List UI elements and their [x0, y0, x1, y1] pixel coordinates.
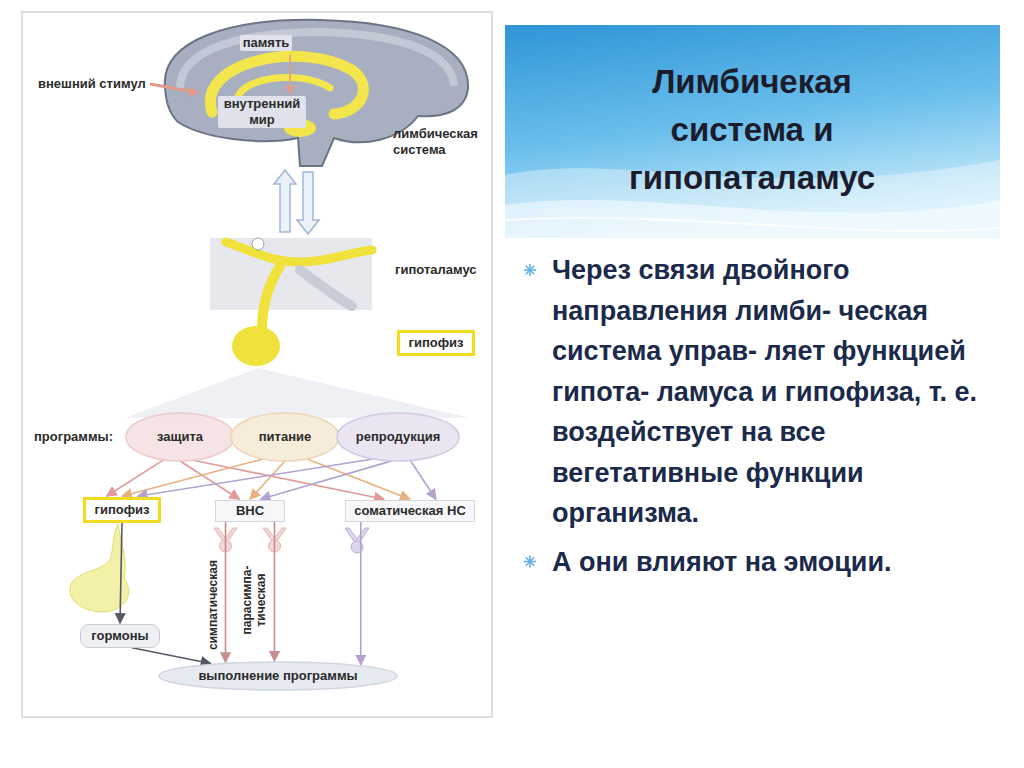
- header-wave-line: [505, 218, 1000, 231]
- neuron: [345, 528, 369, 553]
- header-band: [505, 25, 1000, 238]
- connector: [225, 522, 227, 663]
- connector: [193, 460, 384, 499]
- connector: [261, 461, 392, 499]
- node-text: выполнение программы: [198, 668, 357, 684]
- node-text: репродукция: [356, 429, 440, 445]
- structure-label: память: [240, 35, 293, 51]
- diagram-panel: [22, 12, 492, 717]
- hormones-box: гормоны: [80, 624, 159, 648]
- pituitary-stalk: [262, 266, 280, 330]
- structure-label: гипоталамус: [395, 262, 477, 278]
- pituitary-box: гипофиз: [397, 330, 474, 356]
- bullet-star: [524, 556, 536, 568]
- structure-label: лимбическая система: [393, 126, 485, 157]
- node-text: соматическая НС: [354, 503, 466, 519]
- program-ellipse: репродукция: [336, 412, 460, 462]
- brainstem: [300, 270, 352, 306]
- connector: [307, 459, 410, 499]
- node-text: гипофиз: [408, 335, 463, 351]
- program-ellipse: защита: [125, 412, 235, 462]
- execution-ellipse: выполнение программы: [158, 661, 398, 691]
- memory-arrow: [289, 55, 291, 90]
- stimulus-label: внешний стимул: [38, 76, 146, 92]
- double-arrow: [274, 170, 296, 232]
- hypothalamus-panel: [210, 238, 372, 310]
- connector: [120, 523, 122, 623]
- node-text: защита: [157, 429, 203, 445]
- pituitary-box: гипофиз: [83, 497, 160, 523]
- hypothalamus: [226, 242, 372, 262]
- connector: [274, 522, 276, 661]
- ellipse-shape: [231, 413, 339, 461]
- double-arrow: [297, 172, 319, 234]
- bullet-star-ray: [526, 266, 534, 274]
- connector: [132, 648, 211, 664]
- structure-label: внутренний мир: [218, 96, 306, 127]
- connector: [410, 460, 436, 499]
- bullet-text: А они влияют на эмоции.: [552, 542, 992, 583]
- connector: [122, 459, 263, 496]
- node-text: ВНС: [236, 503, 264, 519]
- slide-title: Лимбичекая система и гипопаталамус: [592, 58, 912, 202]
- ellipse-shape: [126, 413, 234, 461]
- stimulus-arrow: [189, 87, 200, 97]
- fan: [125, 368, 470, 418]
- optic-chiasm: [252, 238, 264, 250]
- connector: [137, 459, 373, 496]
- stimulus-arrow: [150, 84, 195, 92]
- program-ellipse: питание: [230, 412, 340, 462]
- bullet-text: Через связи двойного направления лимби- …: [552, 250, 992, 534]
- row-label: программы:: [34, 429, 113, 445]
- ellipse-shape: [337, 413, 459, 461]
- ans-box: ВНС: [215, 500, 285, 522]
- ellipse-shape: [159, 662, 397, 690]
- somatic-ns-box: соматическая НС: [345, 500, 475, 522]
- nerve-label: симпатическая: [206, 560, 220, 650]
- node-text: гормоны: [91, 628, 148, 644]
- connector: [360, 522, 362, 665]
- memory-arrow: [285, 86, 295, 95]
- node-text: гипофиз: [94, 502, 149, 518]
- pituitary: [232, 326, 280, 366]
- node-text: питание: [259, 429, 312, 445]
- connector: [107, 460, 164, 496]
- bullet-star: [524, 264, 536, 276]
- header-wave: [505, 200, 1000, 238]
- bullet-star-ray: [526, 557, 534, 565]
- nerve-label: парасимпа- тическая: [240, 562, 269, 638]
